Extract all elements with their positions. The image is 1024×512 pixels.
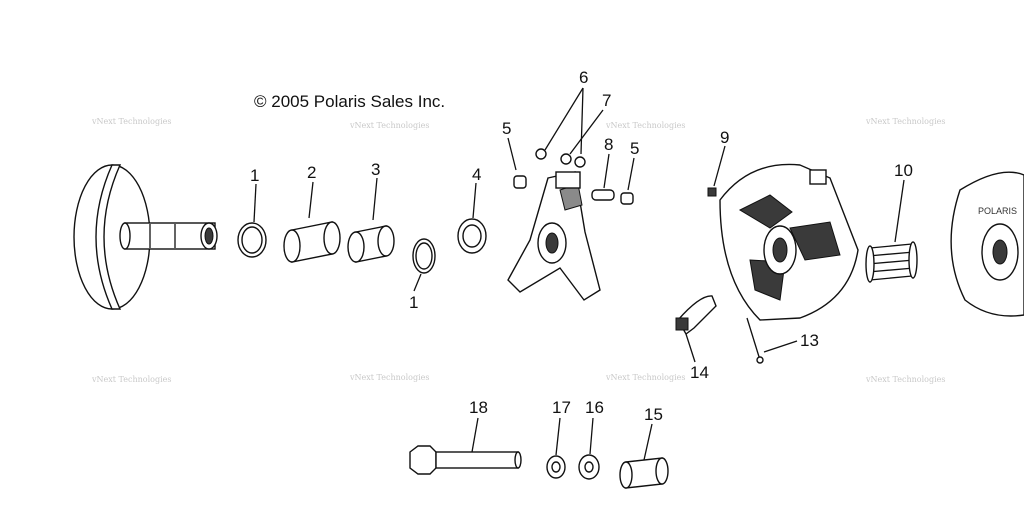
watermark: vNext Technologies <box>349 121 429 130</box>
bushing <box>283 221 341 263</box>
callout-number: 1 <box>409 293 418 312</box>
washer-small <box>574 156 586 168</box>
cover-brand: POLARIS <box>978 206 1017 216</box>
snap-ring <box>237 222 267 258</box>
callout-number: 5 <box>502 119 511 138</box>
washer-small <box>535 148 572 165</box>
callout-number: 9 <box>720 128 729 147</box>
arm-pin <box>746 317 764 364</box>
callout-number: 8 <box>604 135 613 154</box>
washer <box>578 454 600 480</box>
washer <box>457 218 487 254</box>
watermarks: vNext Technologies vNext Technologies vN… <box>91 117 945 384</box>
callout-number: 17 <box>552 398 571 417</box>
callouts: 1 2 3 4 5 6 7 8 5 9 10 13 14 1 18 17 16 … <box>250 68 913 424</box>
watermark: vNext Technologies <box>349 373 429 382</box>
callout-number: 13 <box>800 331 819 350</box>
watermark: vNext Technologies <box>91 375 171 384</box>
callout-number: 7 <box>602 91 611 110</box>
spring-cover: POLARIS <box>950 171 1024 317</box>
leader-lines <box>253 87 905 461</box>
roller <box>620 192 634 205</box>
callout-number: 18 <box>469 398 488 417</box>
drive-sheave <box>73 164 218 310</box>
bolt <box>409 445 522 475</box>
callout-number: 10 <box>894 161 913 180</box>
washer <box>546 455 566 479</box>
bushing-large <box>347 225 395 263</box>
watermark: vNext Technologies <box>865 375 945 384</box>
callout-number: 4 <box>472 165 481 184</box>
cam-arm <box>675 295 717 336</box>
roller <box>513 175 527 189</box>
moveable-sheave <box>707 163 859 321</box>
spring <box>865 241 918 283</box>
watermark: vNext Technologies <box>865 117 945 126</box>
watermark: vNext Technologies <box>605 373 685 382</box>
watermark: vNext Technologies <box>605 121 685 130</box>
watermark: vNext Technologies <box>91 117 171 126</box>
snap-ring <box>412 238 436 274</box>
pin <box>591 189 615 201</box>
callout-number: 15 <box>644 405 663 424</box>
spider-assembly <box>507 171 601 301</box>
callout-number: 6 <box>579 68 588 87</box>
copyright-notice: © 2005 Polaris Sales Inc. <box>254 92 445 111</box>
callout-number: 2 <box>307 163 316 182</box>
spacer <box>619 457 669 489</box>
callout-number: 3 <box>371 160 380 179</box>
callout-number: 1 <box>250 166 259 185</box>
callout-number: 5 <box>630 139 639 158</box>
callout-number: 14 <box>690 363 709 382</box>
callout-number: 16 <box>585 398 604 417</box>
